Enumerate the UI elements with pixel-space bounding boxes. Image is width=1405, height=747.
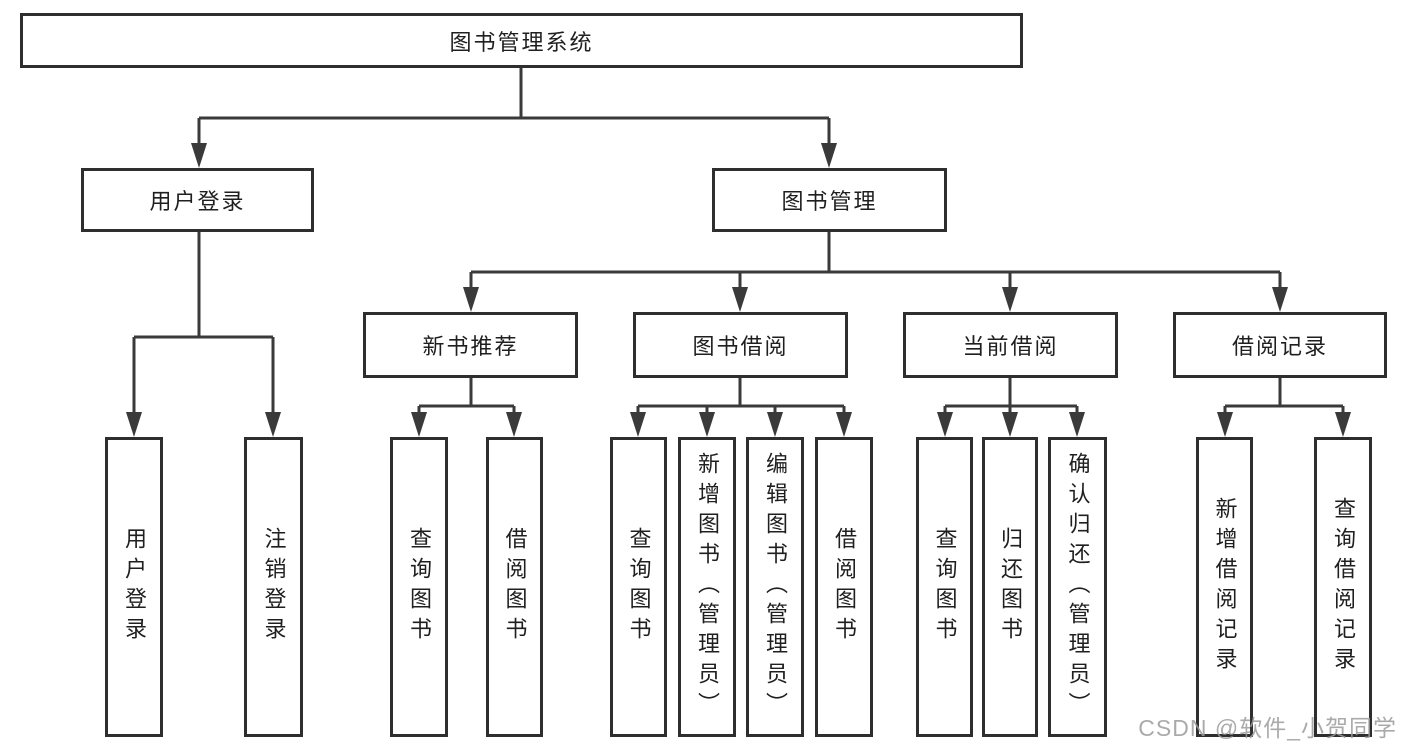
leaf-add-book-admin: 新增图书（管理员） (678, 437, 736, 737)
connector-line (636, 378, 846, 417)
arrow-down-icon (1335, 412, 1351, 437)
connector-current-borrowing-to-leaves (937, 378, 1085, 437)
arrow-down-icon (265, 412, 281, 437)
arrow-down-icon (732, 287, 748, 312)
node-user-login: 用户登录 (81, 168, 314, 232)
leaf-user-login: 用户登录 (105, 437, 163, 737)
arrow-down-icon (1217, 412, 1233, 437)
leaf-borrow-books-2: 借阅图书 (815, 437, 873, 737)
connector-new-book-recommend-to-leaves (411, 378, 522, 437)
arrow-down-icon (411, 412, 427, 437)
leaf-confirm-return-admin: 确认归还（管理员） (1048, 437, 1107, 737)
connector-line (132, 232, 275, 417)
connector-book-management-to-level3 (463, 232, 1288, 312)
node-label: 查询图书 (932, 527, 958, 647)
connector-root-to-level2 (191, 68, 837, 168)
connector-book-borrowing-to-leaves (630, 378, 852, 437)
leaf-query-books-3: 查询图书 (916, 437, 973, 737)
connector-line (943, 378, 1079, 417)
arrow-down-icon (191, 143, 207, 168)
arrow-down-icon (1002, 287, 1018, 312)
node-label: 当前借阅 (962, 334, 1059, 359)
leaf-query-books-2: 查询图书 (610, 437, 667, 737)
node-new-book-recommend: 新书推荐 (363, 312, 578, 378)
leaf-query-books-1: 查询图书 (390, 437, 448, 737)
node-label: 新增借阅记录 (1212, 497, 1238, 677)
arrow-down-icon (1002, 412, 1018, 437)
node-book-borrowing: 图书借阅 (633, 312, 848, 378)
node-label: 新增图书（管理员） (695, 452, 720, 722)
node-label: 用户登录 (149, 189, 246, 214)
leaf-query-borrow-record: 查询借阅记录 (1314, 437, 1372, 737)
node-label: 查询图书 (626, 527, 652, 647)
connector-user-login-to-leaves (126, 232, 281, 437)
arrow-down-icon (767, 412, 783, 437)
arrow-down-icon (699, 412, 715, 437)
node-label: 用户登录 (122, 527, 147, 647)
arrow-down-icon (1272, 287, 1288, 312)
connector-borrowing-records-to-leaves (1217, 378, 1351, 437)
node-label: 借阅记录 (1231, 334, 1328, 359)
arrow-down-icon (630, 412, 646, 437)
node-root-system: 图书管理系统 (20, 13, 1023, 68)
arrow-down-icon (126, 412, 142, 437)
node-label: 借阅图书 (832, 527, 857, 647)
connector-line (1223, 378, 1345, 417)
node-label: 图书借阅 (692, 334, 789, 359)
node-label: 归还图书 (998, 527, 1023, 647)
leaf-edit-book-admin: 编辑图书（管理员） (746, 437, 804, 737)
csdn-watermark: CSDN @软件_小贺同学 (1138, 715, 1397, 741)
connector-line (469, 232, 1282, 292)
node-label: 新书推荐 (422, 334, 519, 359)
node-label: 借阅图书 (502, 527, 528, 647)
node-current-borrowing: 当前借阅 (903, 312, 1118, 378)
arrow-down-icon (1069, 412, 1085, 437)
arrow-down-icon (821, 143, 837, 168)
node-label: 图书管理系统 (449, 29, 594, 55)
node-label: 注销登录 (261, 527, 287, 647)
leaf-logout: 注销登录 (244, 437, 303, 737)
node-book-management: 图书管理 (712, 168, 947, 232)
arrow-down-icon (937, 412, 953, 437)
node-label: 确认归还（管理员） (1065, 452, 1091, 722)
connector-line (417, 378, 516, 417)
node-label: 查询借阅记录 (1331, 497, 1356, 677)
node-borrowing-records: 借阅记录 (1173, 312, 1387, 378)
arrow-down-icon (836, 412, 852, 437)
node-label: 编辑图书（管理员） (763, 452, 788, 722)
connector-line (197, 68, 831, 148)
leaf-borrow-books-1: 借阅图书 (486, 437, 543, 737)
arrow-down-icon (506, 412, 522, 437)
node-label: 查询图书 (407, 527, 432, 647)
node-label: 图书管理 (781, 189, 878, 214)
leaf-add-borrow-record: 新增借阅记录 (1196, 437, 1253, 737)
leaf-return-book: 归还图书 (982, 437, 1038, 737)
arrow-down-icon (463, 287, 479, 312)
